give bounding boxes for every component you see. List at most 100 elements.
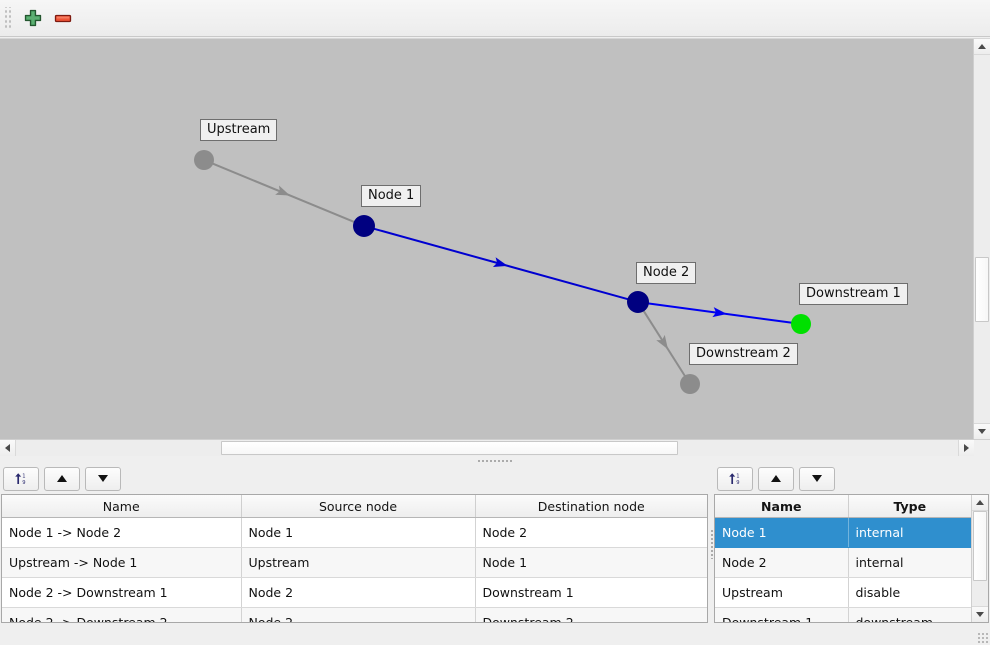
horizontal-scroll-track[interactable]: [16, 440, 958, 456]
edges-cell-source[interactable]: Node 2: [241, 607, 476, 622]
edges-toolbar: 1 9: [0, 464, 708, 494]
svg-text:1: 1: [22, 474, 25, 480]
sort-ascending-icon: 1 9: [14, 473, 25, 486]
nodes-cell-name[interactable]: Downstream 1: [715, 607, 849, 622]
triangle-up-icon: [57, 475, 67, 482]
nodes-cell-type[interactable]: downstream: [848, 607, 971, 622]
svg-text:9: 9: [736, 480, 739, 486]
edges-move-up-button[interactable]: [44, 466, 80, 491]
vertical-scroll-thumb[interactable]: [973, 511, 987, 582]
horizontal-splitter[interactable]: [0, 456, 990, 464]
nodes-sort-button[interactable]: 1 9: [717, 466, 753, 491]
edges-table: Name Source node Destination node Node 1…: [2, 495, 707, 622]
edges-cell-name[interactable]: Upstream -> Node 1: [2, 547, 242, 578]
edge-arrowhead-upstream-node1: [275, 185, 291, 196]
nodes-column-header-name[interactable]: Name: [715, 495, 849, 518]
add-button[interactable]: [18, 4, 48, 32]
nodes-toolbar: 1 9: [714, 464, 990, 494]
triangle-right-icon: [964, 444, 969, 452]
horizontal-scroll-thumb[interactable]: [221, 441, 678, 455]
vertical-scroll-track[interactable]: [974, 55, 990, 423]
edges-cell-destination[interactable]: Node 2: [475, 517, 707, 548]
graph-node-label-node2[interactable]: Node 2: [636, 262, 697, 284]
nodes-cell-type[interactable]: disable: [848, 577, 971, 608]
graph-node-label-downstream1[interactable]: Downstream 1: [799, 283, 908, 305]
scroll-up-button[interactable]: [972, 495, 988, 511]
graph-node-downstream2[interactable]: [680, 374, 700, 394]
edges-cell-name[interactable]: Node 1 -> Node 2: [2, 517, 242, 548]
graph-node-label-upstream[interactable]: Upstream: [200, 119, 278, 141]
scroll-right-button[interactable]: [958, 440, 974, 456]
edges-cell-source[interactable]: Upstream: [241, 547, 476, 578]
edges-sort-button[interactable]: 1 9: [3, 466, 39, 491]
vertical-scroll-thumb[interactable]: [975, 257, 989, 322]
nodes-move-up-button[interactable]: [758, 466, 794, 491]
edges-cell-destination[interactable]: Downstream 1: [475, 577, 707, 608]
triangle-down-icon: [812, 475, 822, 482]
nodes-table-header-row: Name Type: [715, 495, 971, 518]
graph-node-downstream1[interactable]: [791, 314, 811, 334]
nodes-column-header-type[interactable]: Type: [848, 495, 971, 518]
triangle-up-icon: [978, 44, 986, 49]
bottom-panes: 1 9 Name: [0, 464, 990, 623]
scroll-down-button[interactable]: [972, 606, 988, 622]
remove-button[interactable]: [48, 4, 78, 32]
vertical-scroll-track[interactable]: [972, 511, 988, 606]
edge-arrowhead-node1-node2: [492, 257, 508, 267]
graph-node-upstream[interactable]: [194, 150, 214, 170]
edges-move-down-button[interactable]: [85, 466, 121, 491]
graph-node-label-node1[interactable]: Node 1: [361, 185, 422, 207]
nodes-cell-name[interactable]: Node 2: [715, 547, 849, 578]
edges-cell-name[interactable]: Node 2 -> Downstream 2: [2, 607, 242, 622]
vertical-splitter[interactable]: [708, 464, 714, 623]
edges-pane: 1 9 Name: [0, 464, 708, 623]
toolbar-drag-handle[interactable]: [4, 7, 12, 29]
canvas-vertical-scrollbar[interactable]: [973, 39, 990, 439]
splitter-grip-icon: [477, 458, 513, 462]
edges-cell-destination[interactable]: Downstream 2: [475, 607, 707, 622]
graph-node-node2[interactable]: [627, 291, 649, 313]
edges-cell-name[interactable]: Node 2 -> Downstream 1: [2, 577, 242, 608]
edges-column-header-destination[interactable]: Destination node: [475, 495, 707, 518]
nodes-table-row[interactable]: Downstream 1downstream: [715, 607, 971, 622]
minus-icon: [54, 14, 72, 23]
svg-text:1: 1: [736, 474, 739, 480]
nodes-cell-type[interactable]: internal: [848, 547, 971, 578]
nodes-vertical-scrollbar[interactable]: [971, 495, 988, 622]
edges-cell-source[interactable]: Node 2: [241, 577, 476, 608]
edges-cell-source[interactable]: Node 1: [241, 517, 476, 548]
graph-edges-layer: [194, 150, 811, 394]
edges-table-scrollarea[interactable]: Name Source node Destination node Node 1…: [2, 495, 707, 622]
nodes-cell-name[interactable]: Node 1: [715, 517, 849, 548]
scroll-up-button[interactable]: [974, 39, 990, 55]
scroll-left-button[interactable]: [0, 440, 16, 456]
edges-column-header-source[interactable]: Source node: [241, 495, 476, 518]
canvas-horizontal-scrollbar[interactable]: [0, 439, 990, 456]
nodes-cell-name[interactable]: Upstream: [715, 577, 849, 608]
edges-column-header-name[interactable]: Name: [2, 495, 242, 518]
graph-node-label-downstream2[interactable]: Downstream 2: [689, 343, 798, 365]
nodes-cell-type[interactable]: internal: [848, 517, 971, 548]
nodes-move-down-button[interactable]: [799, 466, 835, 491]
window-resize-grip[interactable]: [977, 632, 988, 643]
graph-node-node1[interactable]: [353, 215, 375, 237]
scrollbar-corner: [974, 440, 990, 456]
triangle-up-icon: [771, 475, 781, 482]
edges-cell-destination[interactable]: Node 1: [475, 547, 707, 578]
scroll-down-button[interactable]: [974, 423, 990, 439]
edge-arrowhead-node2-downstream1: [712, 307, 727, 318]
